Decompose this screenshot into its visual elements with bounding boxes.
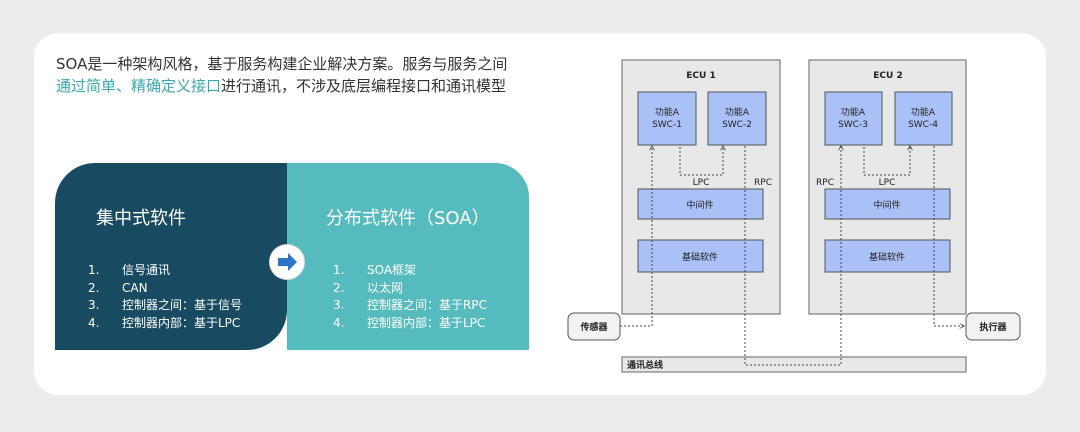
list-item: 1. SOA框架 (333, 262, 487, 280)
ecu2-swc4-line2: SWC-4 (908, 120, 938, 130)
ecu1-swc2-line2: SWC-2 (722, 120, 752, 130)
ecu1-swc1-line2: SWC-1 (652, 120, 682, 130)
list-item: 3. 控制器之间：基于信号 (88, 297, 242, 315)
ecu2-base-label: 基础软件 (869, 251, 905, 263)
list-item: 2. CAN (88, 280, 242, 298)
list-item: 1. 信号通讯 (88, 262, 242, 280)
list-num: 3. (88, 298, 100, 312)
list-text: 控制器之间：基于信号 (122, 298, 243, 312)
ecu1-swc1-box (637, 91, 697, 146)
list-num: 2. (88, 280, 100, 295)
ecu1-lpc-label: LPC (693, 178, 710, 188)
ecu2-title: ECU 2 (873, 71, 902, 81)
ecu2-swc4-line1: 功能A (911, 106, 936, 118)
ecu1-swc2-box (707, 91, 767, 146)
ecu2-lpc-label: LPC (879, 178, 896, 188)
soa-panel (287, 163, 529, 350)
ecu2-swc3-box (824, 91, 883, 146)
list-num: 4. (333, 315, 345, 330)
actuator-box (965, 312, 1021, 341)
ecu1-base-box (637, 239, 764, 273)
list-num: 1. (88, 263, 100, 277)
list-text: 信号通讯 (122, 263, 171, 277)
list-text: 控制器内部：基于LPC (122, 315, 241, 330)
list-item: 4. 控制器内部：基于LPC (333, 315, 487, 333)
ecu1-title: ECU 1 (686, 71, 715, 81)
soa-list: 1. SOA框架 2. 以太网 3. 控制器之间：基于RPC 4. 控制器内部：基于LP… (333, 262, 487, 332)
list-text: 控制器内部：基于LPC (367, 315, 486, 330)
list-item: 4. 控制器内部：基于LPC (88, 315, 242, 333)
list-num: 1. (333, 263, 345, 277)
ecu2-swc3-line1: 功能A (841, 106, 866, 118)
ecu2-rpc-label: RPC (816, 178, 834, 188)
intro-line-2: 通过简单、精确定义接口进行通讯，不涉及底层编程接口和通讯模型 (56, 75, 576, 97)
centralized-title: 集中式软件 (96, 208, 186, 229)
ecu2-swc3-line2: SWC-3 (838, 120, 868, 130)
ecu1-middleware-box (637, 188, 764, 220)
intro-line-2-rest: 进行通讯，不涉及底层编程接口和通讯模型 (221, 77, 507, 95)
list-text: CAN (122, 280, 148, 295)
ecu1-swc1-line1: 功能A (655, 106, 680, 118)
intro-highlight: 通过简单、精确定义接口 (56, 77, 222, 95)
list-num: 2. (333, 280, 345, 295)
sensor-label: 传感器 (579, 321, 608, 333)
ecu2-base-box (824, 239, 951, 273)
swc4-to-actuator-line (933, 146, 964, 326)
ecu2-middleware-label: 中间件 (873, 199, 900, 211)
actuator-label: 执行器 (979, 321, 1007, 333)
soa-title: 分布式软件（SOA） (326, 208, 490, 229)
ecu1-middleware-label: 中间件 (686, 199, 713, 211)
intro-line-1: SOA是一种架构风格，基于服务构建企业解决方案。服务与服务之间 (56, 55, 508, 73)
list-num: 4. (88, 315, 100, 330)
list-text: 控制器之间：基于RPC (367, 298, 487, 312)
connection-lines (620, 146, 964, 366)
ecu1-rpc-label: RPC (754, 178, 772, 188)
list-text: 以太网 (367, 280, 404, 295)
bus-label: 通讯总线 (627, 359, 663, 371)
sensor-to-swc1-line (620, 146, 652, 327)
list-num: 3. (333, 298, 345, 312)
centralized-list: 1. 信号通讯 2. CAN 3. 控制器之间：基于信号 4. 控制器内部：基于LPC (88, 262, 242, 332)
list-item: 3. 控制器之间：基于RPC (333, 297, 487, 315)
list-item: 2. 以太网 (333, 280, 487, 298)
centralized-panel (55, 163, 287, 350)
ecu2-swc4-box (894, 91, 953, 146)
list-text: SOA框架 (367, 263, 417, 277)
ecu1-swc2-line1: 功能A (725, 106, 750, 118)
ecu2-lpc-line (863, 146, 910, 176)
ecu1-lpc-line (679, 146, 723, 176)
rpc-bus-line (744, 146, 841, 366)
transition-arrow-icon (270, 245, 304, 279)
ecu2-middleware-box (824, 188, 951, 220)
ecu1-base-label: 基础软件 (682, 251, 718, 263)
intro-text: SOA是一种架构风格，基于服务构建企业解决方案。服务与服务之间 通过简单、精确定… (56, 53, 576, 97)
